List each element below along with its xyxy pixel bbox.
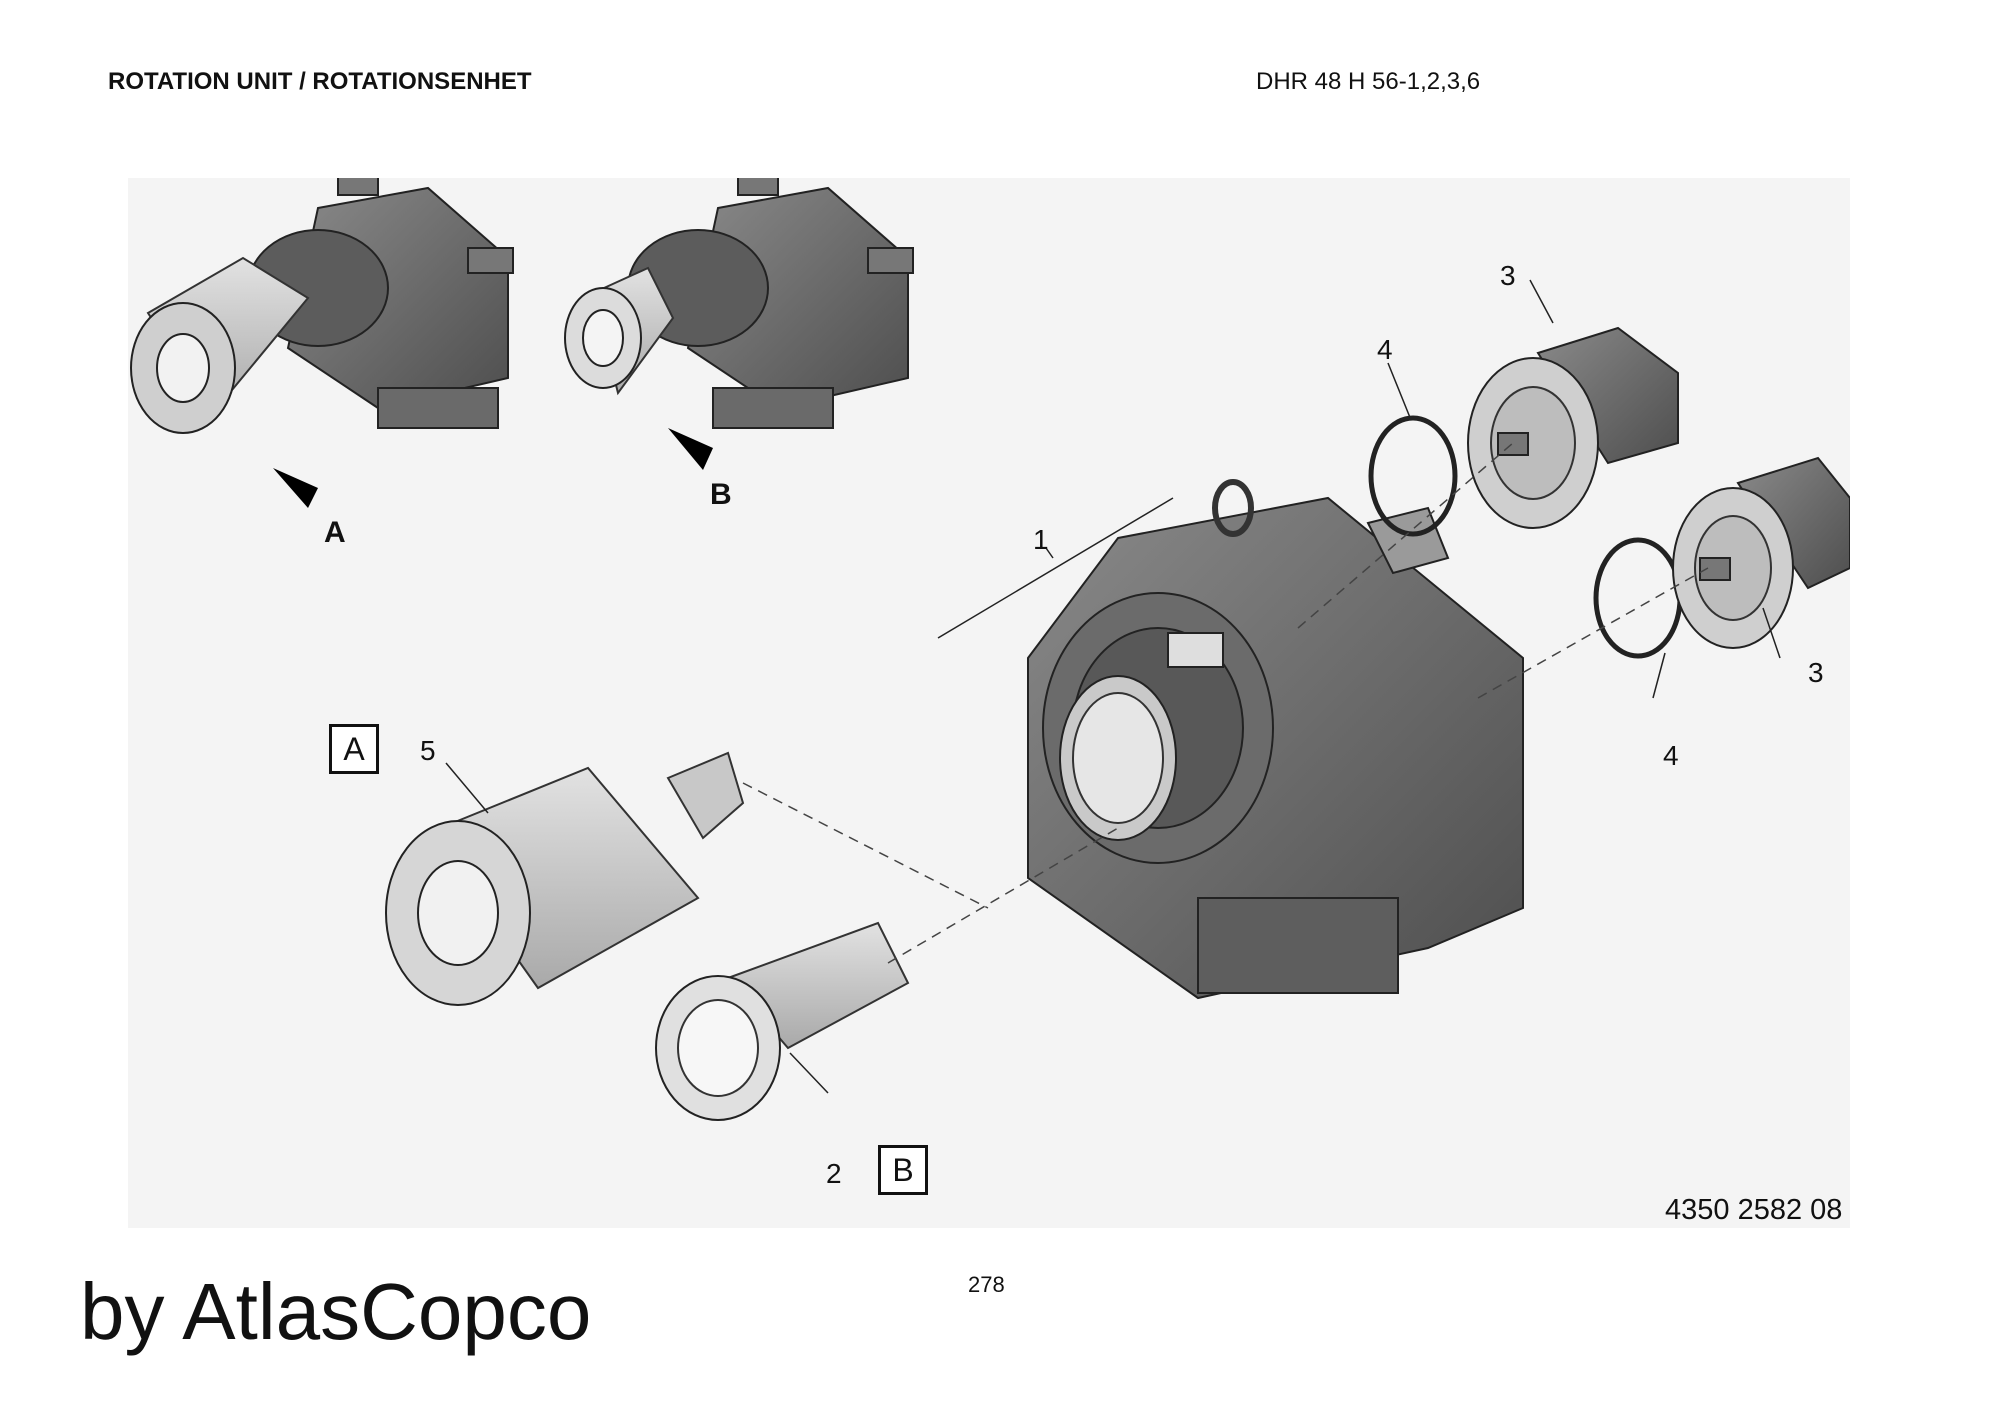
model-designation: DHR 48 H 56-1,2,3,6 xyxy=(1256,68,1481,95)
callout-4-upper: 4 xyxy=(1377,334,1393,365)
hydraulic-motor-item-3-lower xyxy=(1672,456,1851,649)
arrow-b-icon xyxy=(668,428,713,470)
callout-3-lower: 3 xyxy=(1808,657,1824,688)
boxed-label-b: B xyxy=(878,1145,928,1195)
rotation-unit-illustration xyxy=(130,172,1851,1121)
callout-2: 2 xyxy=(826,1158,842,1189)
callout-3-upper: 3 xyxy=(1500,260,1516,291)
o-ring-item-4-upper xyxy=(1368,415,1458,537)
assembled-view-a xyxy=(130,172,514,434)
swivel-item-5 xyxy=(385,751,745,1006)
diagram-title: ROTATION UNIT / ROTATIONSENHET xyxy=(108,68,532,95)
callout-5: 5 xyxy=(420,735,436,766)
view-b-label: B xyxy=(710,478,732,511)
boxed-label-a: A xyxy=(329,724,379,774)
hydraulic-motor-item-3-upper xyxy=(1467,326,1679,529)
page-number: 278 xyxy=(968,1272,1005,1297)
exploded-view-drawing xyxy=(128,172,1851,1228)
callout-1: 1 xyxy=(1033,524,1049,555)
adapter-item-2 xyxy=(655,921,910,1121)
gearbox-housing-item-1 xyxy=(1027,479,1524,1000)
assembly-guide-lines xyxy=(742,442,1709,964)
part-number: 4350 2582 08 xyxy=(1665,1194,1843,1226)
arrow-a-icon xyxy=(273,468,318,508)
watermark-text: by AtlasCopco xyxy=(80,1267,592,1356)
callout-4-lower: 4 xyxy=(1663,740,1679,771)
assembled-view-b xyxy=(564,172,914,429)
leader-lines xyxy=(445,279,1781,1094)
view-a-label: A xyxy=(324,516,346,549)
o-ring-item-4-lower xyxy=(1593,537,1683,659)
